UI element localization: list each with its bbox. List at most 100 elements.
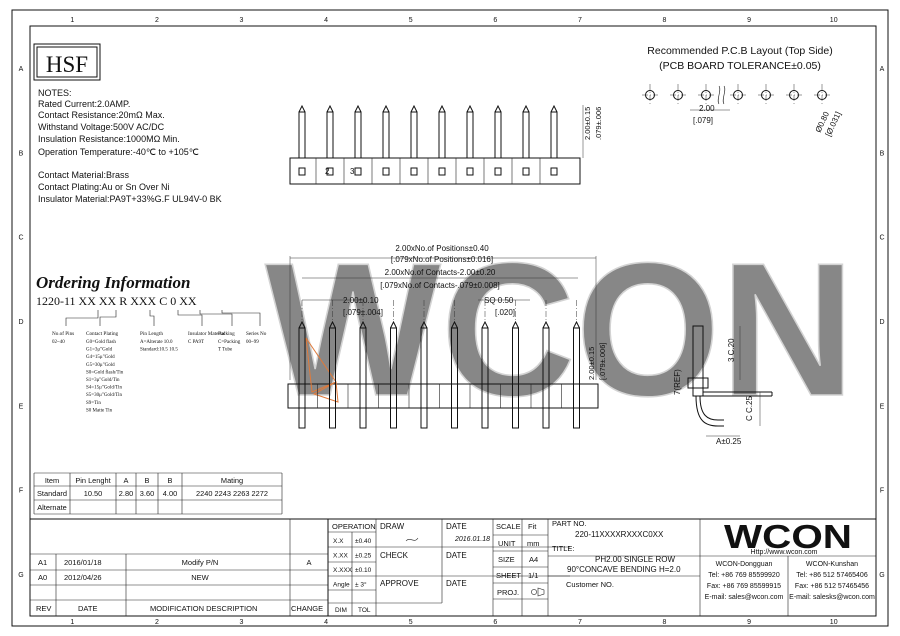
front-pin: [451, 327, 458, 429]
tol-value: ± 3°: [355, 581, 367, 589]
ordering-option: Standard:10.5 10.5: [140, 348, 178, 353]
tol-footer: DIM: [335, 607, 347, 614]
rev-footer: MODIFICATION DESCRIPTION: [150, 604, 257, 613]
pin-square: [550, 167, 558, 176]
company-url: Http://www.wcon.com: [751, 549, 818, 556]
pin-square: [466, 167, 474, 176]
notes-block: NOTES: Rated Current:2.0AMP. Contact Res…: [38, 88, 222, 204]
note-line: Rated Current:2.0AMP.: [38, 99, 130, 109]
rev-footer: CHANGE: [291, 604, 323, 613]
spec-header-cell: Pin Lenght: [75, 476, 110, 485]
ordering-column: Insulator Material C PA9T: [177, 310, 226, 345]
ordering-option: S4=15μ"Gold/Tin: [86, 386, 122, 391]
rev-code: A0: [38, 573, 47, 582]
front-side-dim: 2.00±0.15: [587, 347, 596, 380]
note-line: Operation Temperature:-40℃ to +105℃: [38, 147, 199, 157]
zone-number: 1: [70, 619, 74, 626]
ordering-option: G1=3μ"Gold: [86, 348, 113, 353]
pin-square: [326, 167, 334, 176]
pin-tip: [522, 104, 530, 113]
dongguan-email: E-mail: sales@wcon.com: [705, 594, 784, 601]
notes-title: NOTES:: [38, 88, 72, 98]
zone-letter: F: [880, 488, 884, 495]
ordering-option: S1=3μ"Gold/Tin: [86, 378, 120, 383]
side-view: 3 C.20 7(REF) C C.25 A±0.25: [673, 325, 773, 446]
wcon-brand: WCON: [724, 518, 852, 555]
kunshan-name: WCON-Kunshan: [806, 561, 858, 568]
rev-footer: DATE: [78, 604, 97, 613]
spec-header-cell: Item: [45, 476, 59, 485]
ordering-option: G0=Gold flash: [86, 340, 116, 345]
spec-cell: 2240 2243 2263 2272: [196, 489, 268, 498]
zone-number: 3: [240, 619, 244, 626]
drawing-title-2: 90°CONCAVE BENDING H=2.0: [567, 565, 681, 574]
front-pin: [481, 327, 489, 429]
side-dim-ref: 7(REF): [673, 369, 682, 395]
ordering-option: S5=30μ"Gold/Tin: [86, 393, 122, 398]
front-dim-2: 2.00xNo.of Contacts-2.00±0.20: [385, 268, 496, 277]
pin-tip: [573, 320, 580, 329]
tol-footer: TOL: [358, 607, 371, 614]
highlight-mark: [305, 337, 337, 393]
front-side-dim-in: [.079±.006]: [598, 343, 607, 380]
ordering-option: S9=Tin: [86, 401, 101, 406]
rev-description: NEW: [191, 573, 209, 582]
rev-footer: REV: [36, 604, 51, 613]
title-label: TITLE:: [552, 544, 575, 553]
ordering-column-head: Pin Length: [140, 331, 163, 337]
pin-tip: [354, 104, 362, 113]
ordering-column-head: Packing: [218, 331, 235, 337]
front-dim-5-in: [.020]: [495, 308, 515, 317]
zone-number: 10: [830, 17, 838, 24]
tol-dim: Angle: [333, 582, 350, 589]
tol-dim: X.X: [333, 538, 344, 545]
rev-code: A1: [38, 558, 47, 567]
pin: [382, 111, 390, 159]
pin-tip: [542, 320, 550, 329]
pin-tip: [326, 104, 334, 113]
dongguan-tel: Tel: +86 769 85599920: [708, 572, 780, 579]
pin-square: [522, 167, 530, 176]
zone-number: 3: [240, 17, 244, 24]
tol-value: ±0.10: [355, 567, 372, 574]
front-pin: [512, 327, 519, 429]
ordering-option: S0 Matte Tin: [86, 408, 113, 413]
pin-tip: [410, 104, 418, 113]
zone-number: 4: [324, 619, 328, 626]
pin-tip: [329, 320, 336, 329]
pin-tip: [298, 320, 306, 329]
material-line: Contact Material:Brass: [38, 170, 130, 180]
zone-letter: D: [18, 319, 23, 326]
zone-letter: G: [18, 572, 23, 579]
pin-tip: [420, 320, 428, 329]
ordering-option: 00~99: [246, 340, 259, 345]
pin-tip: [382, 104, 390, 113]
ordering-option: 02~40: [52, 340, 65, 345]
top-dim-in: .079±.006: [594, 107, 603, 140]
date-label: DATE: [446, 522, 467, 531]
pin-label: 3: [350, 167, 355, 176]
pin: [354, 111, 362, 159]
dongguan-fax: Fax: +86 769 85599915: [707, 583, 781, 590]
ordering-column-head: Contact Plating: [86, 331, 119, 337]
note-line: Withstand Voltage:500V AC/DC: [38, 122, 165, 132]
top-view-connector: 2 3 2.00±0.15 .079±.006: [289, 104, 603, 185]
ordering-option: C PA9T: [188, 340, 204, 345]
ordering-column-head: Insulator Material: [188, 331, 226, 337]
pin-square: [298, 167, 306, 176]
kunshan-fax: Fax: +86 512 57465456: [795, 583, 869, 590]
material-line: Contact Plating:Au or Sn Over Ni: [38, 182, 170, 192]
front-pin: [359, 327, 367, 429]
rev-date: 2012/04/26: [64, 573, 102, 582]
front-pin: [542, 327, 550, 429]
ordering-option: G4=15μ"Gold: [86, 355, 115, 360]
tol-value: ±0.25: [355, 553, 372, 560]
hsf-logo: HSF: [33, 43, 101, 81]
draw-label: DRAW: [380, 522, 405, 531]
